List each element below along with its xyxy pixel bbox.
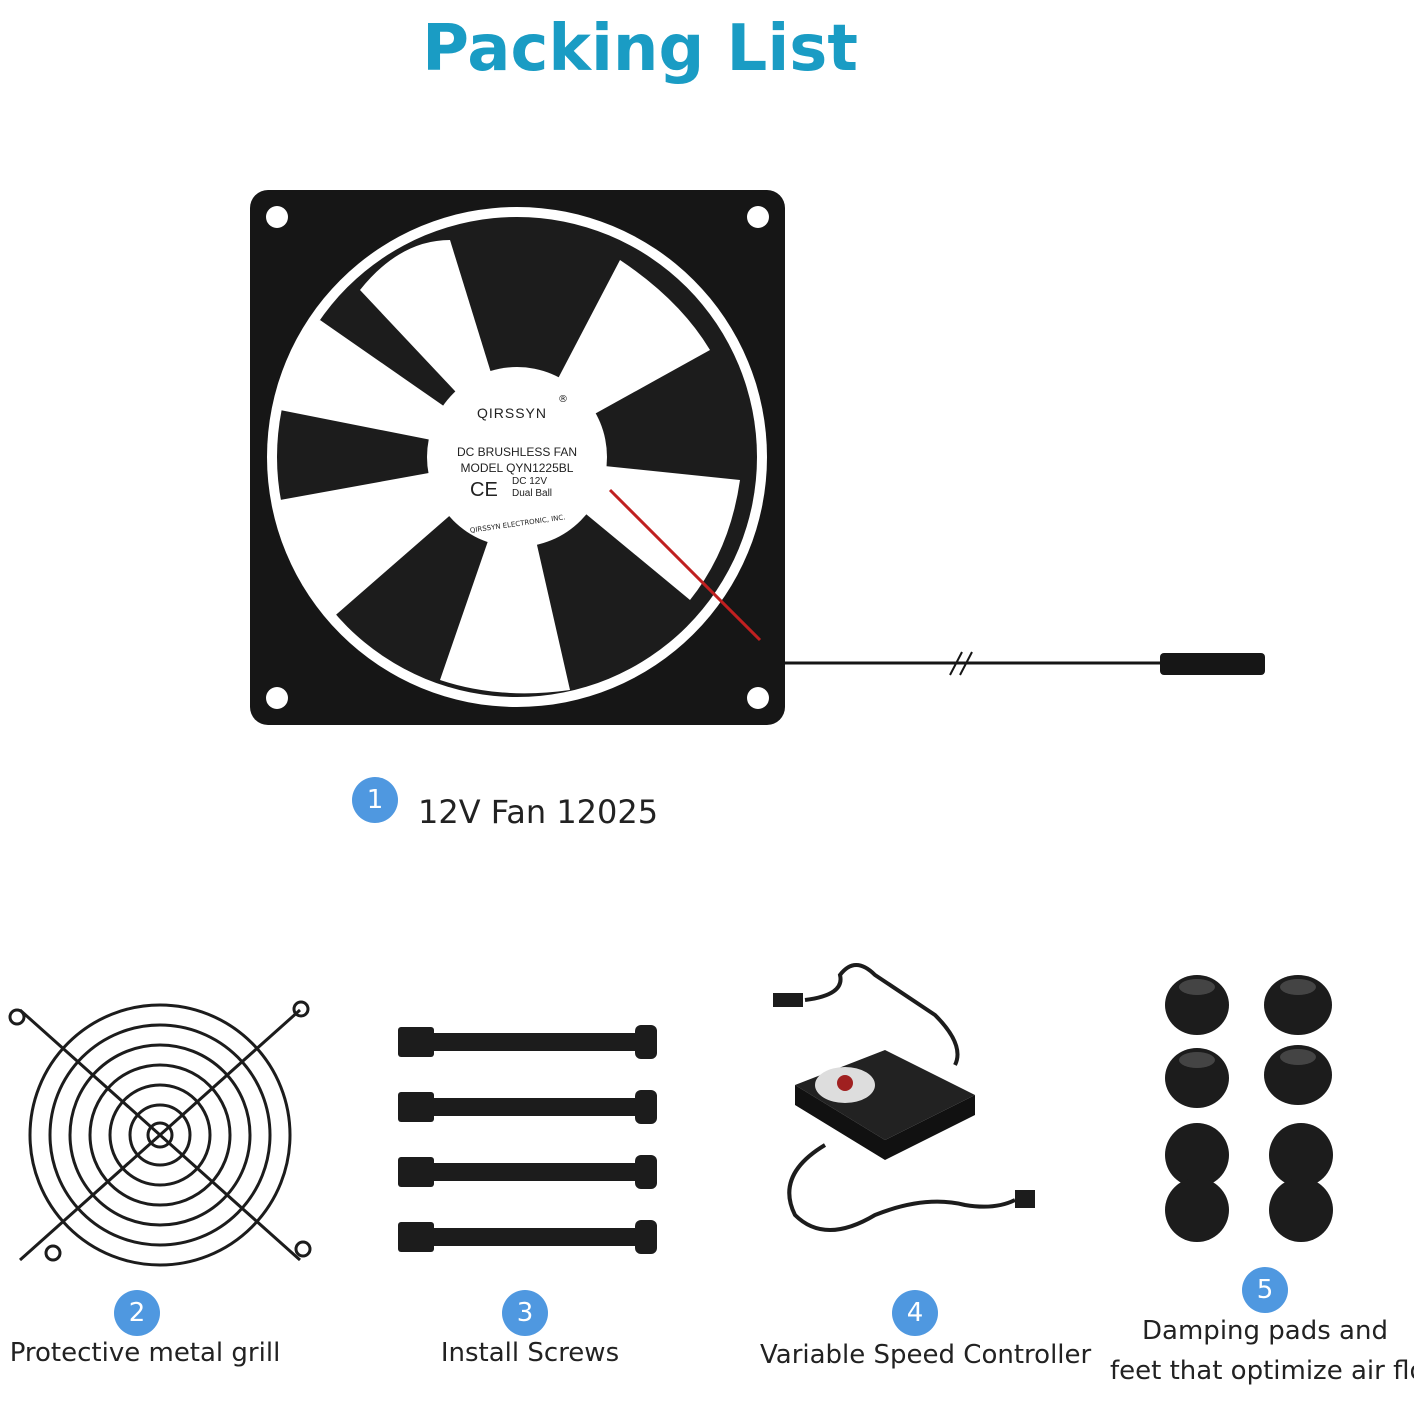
item-4-label: Variable Speed Controller [760,1340,1092,1370]
item-1-label: 12V Fan 12025 [418,793,659,831]
item-5-label-line2: feet that optimize air flow [1110,1356,1414,1386]
page-title: Packing List [422,12,858,86]
item-5-badge: 5 [1242,1267,1288,1313]
ce-mark: CE [470,479,498,501]
controller-icon [773,963,1035,1232]
item-4-badge: 4 [892,1290,938,1336]
fan-model: MODEL QYN1225BL [461,461,574,475]
fan-bearing: Dual Ball [512,488,552,499]
fan-image: QIRSSYN ® DC BRUSHLESS FAN MODEL QYN1225… [250,190,1265,725]
fan-line1: DC BRUSHLESS FAN [457,445,577,459]
item-2-label: Protective metal grill [9,1338,281,1368]
item-1-badge: 1 [352,777,398,823]
item-2-badge: 2 [114,1290,160,1336]
grill-icon [8,1000,312,1267]
registered-mark: ® [558,394,568,405]
item-3-badge: 3 [502,1290,548,1336]
item-5-label: Damping pads and [1142,1316,1388,1346]
item-3-label: Install Screws [440,1338,620,1368]
screws-icon [398,1025,657,1254]
pads-icon [1165,975,1333,1242]
fan-brand: QIRSSYN [477,405,547,421]
fan-voltage: DC 12V [512,476,547,487]
